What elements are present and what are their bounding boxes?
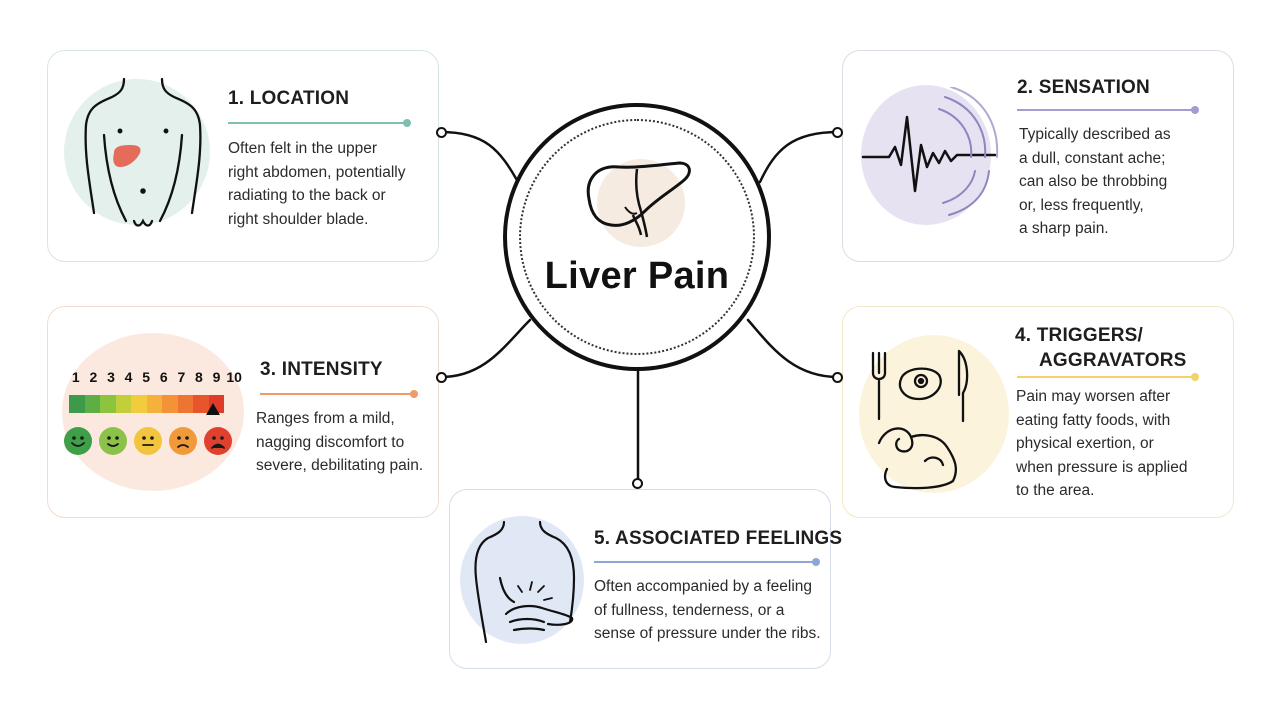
- location-title: 1. LOCATION: [228, 88, 350, 109]
- sensation-text: Typically described as a dull, constant …: [1019, 123, 1219, 241]
- triggers-title: 4. TRIGGERS/ AGGRAVATORS: [1015, 323, 1187, 373]
- center-circle: Liver Pain: [503, 103, 771, 371]
- steak-icon: [898, 367, 942, 401]
- pain-face-icon: [134, 427, 162, 455]
- scale-segment: [84, 395, 100, 413]
- triggers-line: to the area.: [1016, 482, 1095, 499]
- scale-number: 10: [226, 369, 242, 385]
- feelings-line: of fullness, tenderness, or a: [594, 601, 785, 619]
- location-line: right shoulder blade.: [228, 210, 369, 228]
- node-feelings: [632, 478, 643, 489]
- flexed-arm-icon: [877, 427, 957, 490]
- triggers-title-line1: 4. TRIGGERS/: [1015, 325, 1144, 346]
- scale-segment: [69, 395, 85, 413]
- scale-segment: [146, 395, 162, 413]
- triggers-title-line2: AGGRAVATORS: [1039, 350, 1187, 371]
- center-title: Liver Pain: [544, 255, 730, 297]
- scale-segment: [162, 395, 178, 413]
- fork-icon: [871, 351, 887, 421]
- triggers-text: Pain may worsen after eating fatty foods…: [1016, 385, 1221, 503]
- feelings-title: 5. ASSOCIATED FEELINGS: [594, 528, 843, 549]
- sensation-rule: [1017, 106, 1199, 114]
- card-location: 1. LOCATION Often felt in the upper righ…: [47, 50, 439, 262]
- intensity-line: nagging discomfort to: [256, 433, 405, 451]
- pulse-wave-icon: [861, 87, 999, 216]
- card-feelings: 5. ASSOCIATED FEELINGS Often accompanied…: [449, 489, 842, 669]
- feelings-rule: [594, 558, 820, 566]
- sensation-line: can also be throbbing: [1019, 173, 1168, 190]
- intensity-line: severe, debilitating pain.: [256, 457, 424, 474]
- card-sensation: 2. SENSATION Typically described as a du…: [842, 50, 1234, 262]
- pain-faces: [64, 427, 232, 455]
- node-triggers: [832, 372, 843, 383]
- abdomen-pressure-icon: [474, 520, 576, 644]
- location-line: right abdomen, potentially: [228, 163, 406, 181]
- location-text: Often felt in the upper right abdomen, p…: [228, 137, 433, 231]
- torso-liver-icon: [84, 77, 202, 227]
- location-line: Often felt in the upper: [228, 140, 378, 157]
- liver-icon: [586, 159, 691, 247]
- sensation-line: a dull, constant ache;: [1019, 149, 1166, 167]
- triggers-line: physical exertion, or: [1016, 435, 1154, 452]
- connector-triggers: [746, 318, 840, 379]
- feelings-text: Often accompanied by a feeling of fullne…: [594, 575, 824, 646]
- intensity-text: Ranges from a mild, nagging discomfort t…: [256, 407, 441, 478]
- scale-pointer-icon: [206, 403, 220, 415]
- triggers-line: when pressure is applied: [1016, 458, 1188, 476]
- feelings-backdrop: [460, 516, 584, 644]
- scale-number: 6: [159, 369, 168, 385]
- intensity-line: Ranges from a mild,: [256, 410, 395, 427]
- knife-icon: [957, 349, 969, 423]
- scale-segment: [100, 395, 116, 413]
- connector-location: [439, 130, 520, 184]
- scale-segment: [193, 395, 209, 413]
- node-sensation: [832, 127, 843, 138]
- pain-face-icon: [204, 427, 232, 455]
- pain-face-icon: [64, 427, 92, 455]
- scale-segment: [131, 395, 147, 413]
- scale-segment: [115, 395, 131, 413]
- scale-number: 7: [177, 369, 186, 385]
- triggers-line: eating fatty foods, with: [1016, 411, 1171, 429]
- pain-face-icon: [99, 427, 127, 455]
- sensation-line: Typically described as: [1019, 126, 1171, 143]
- scale-number: 9: [212, 369, 221, 385]
- feelings-line: sense of pressure under the ribs.: [594, 625, 821, 642]
- pain-scale-bar: [69, 395, 224, 413]
- feelings-line: Often accompanied by a feeling: [594, 578, 812, 595]
- connector-sensation: [758, 130, 840, 184]
- scale-number: 4: [124, 369, 133, 385]
- sensation-line: or, less frequently,: [1019, 196, 1144, 214]
- scale-number: 8: [195, 369, 203, 385]
- node-intensity: [436, 372, 447, 383]
- food-exercise-icon: [871, 349, 969, 490]
- connector-intensity: [439, 318, 532, 379]
- sensation-title: 2. SENSATION: [1017, 77, 1150, 98]
- scale-number: 2: [89, 369, 98, 385]
- intensity-rule: [260, 390, 418, 398]
- intensity-title: 3. INTENSITY: [260, 359, 383, 380]
- node-location: [436, 127, 447, 138]
- scale-number: 3: [107, 369, 115, 385]
- location-rule: [228, 119, 411, 127]
- sensation-line: a sharp pain.: [1019, 220, 1109, 237]
- scale-number: 1: [71, 369, 80, 385]
- card-triggers: 4. TRIGGERS/ AGGRAVATORS Pain may worsen…: [842, 306, 1234, 518]
- location-line: radiating to the back or: [228, 187, 386, 204]
- scale-number: 5: [142, 369, 151, 385]
- triggers-rule: [1017, 373, 1199, 381]
- scale-segment: [177, 395, 193, 413]
- center-dotted-ring: [519, 119, 755, 355]
- pain-face-icon: [169, 427, 197, 455]
- triggers-line: Pain may worsen after: [1016, 388, 1171, 405]
